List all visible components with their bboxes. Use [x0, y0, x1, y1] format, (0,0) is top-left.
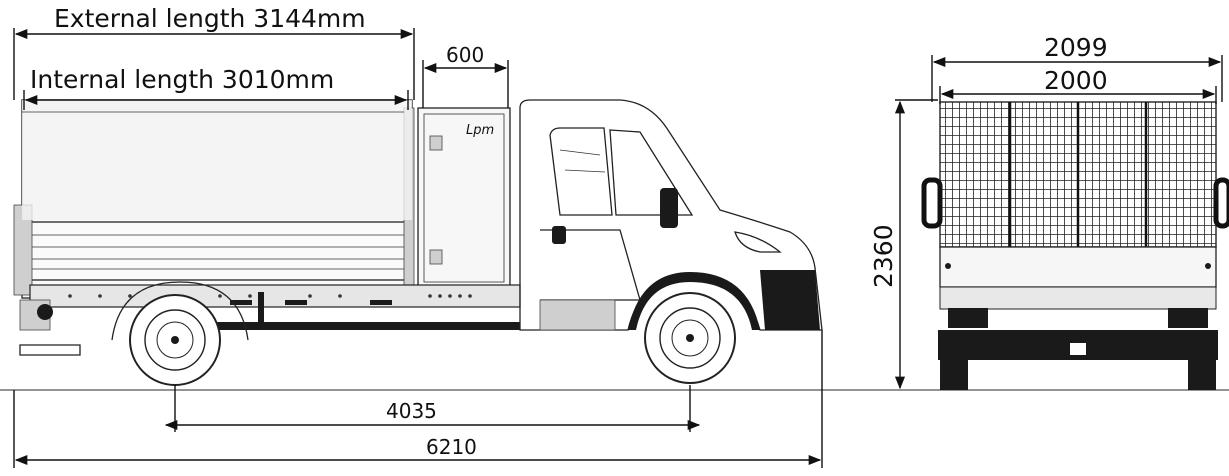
external-length-label: External length 3144mm	[54, 4, 366, 33]
chassis-frame	[29, 284, 521, 308]
internal-width-label: 2000	[1044, 66, 1108, 95]
toolbox-length-label: 600	[446, 43, 484, 67]
external-width-label: 2099	[1044, 33, 1108, 62]
overall-length-label: 6210	[426, 435, 477, 459]
pm-logo: Lpm	[466, 123, 494, 138]
dimension-lines	[13, 28, 1223, 468]
overall-height-label: 2360	[869, 224, 898, 288]
wheelbase-label: 4035	[386, 399, 437, 423]
tailgate	[939, 246, 1217, 288]
side-view: Lpm	[13, 99, 823, 386]
internal-length-label: Internal length 3010mm	[30, 65, 334, 94]
rear-view	[921, 101, 1229, 390]
